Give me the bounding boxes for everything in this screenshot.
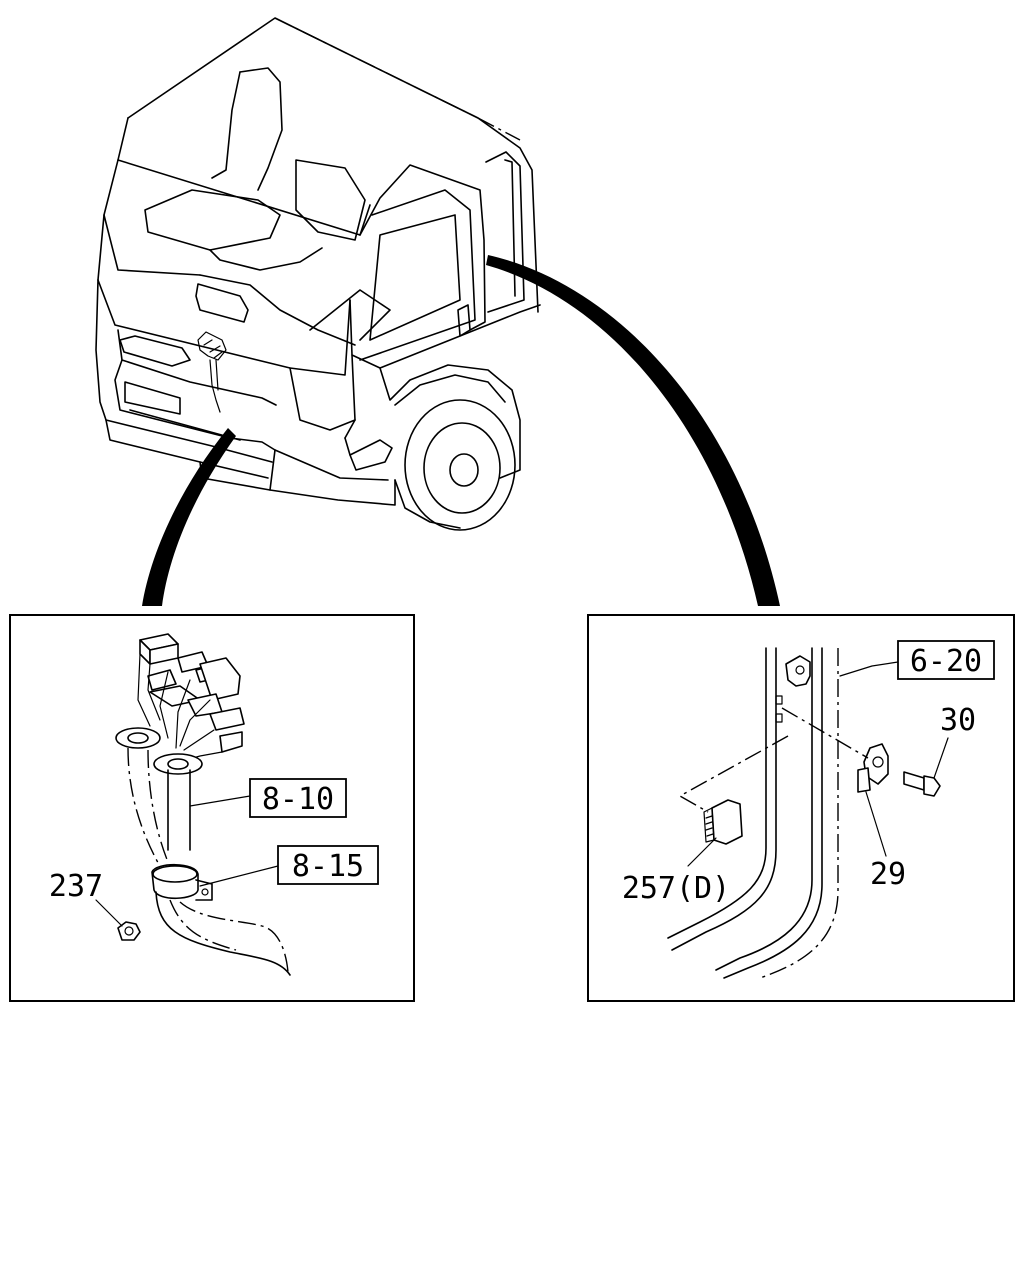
leader-sweep-left xyxy=(142,428,236,606)
leader-sweep-right xyxy=(486,255,780,606)
wire-harness-location xyxy=(197,331,227,413)
truck-cab-illustration xyxy=(95,17,541,531)
part-callout-257d[interactable]: 257(D) xyxy=(622,837,730,906)
part-label-30: 30 xyxy=(940,703,976,738)
ref-label-8-10: 8-10 xyxy=(262,782,334,817)
wire-harness-detail xyxy=(115,633,291,976)
ref-callout-8-15[interactable]: 8-15 xyxy=(199,845,379,887)
ref-callout-6-20[interactable]: 6-20 xyxy=(839,640,995,680)
part-callout-237[interactable]: 237 xyxy=(49,869,123,927)
ref-label-6-20: 6-20 xyxy=(910,644,982,679)
part-label-29: 29 xyxy=(870,857,906,892)
part-label-237: 237 xyxy=(49,869,103,904)
part-callout-29[interactable]: 29 xyxy=(865,791,906,892)
ref-label-8-15: 8-15 xyxy=(292,849,364,884)
part-callout-30[interactable]: 30 xyxy=(933,703,976,779)
part-label-257d: 257(D) xyxy=(622,871,730,906)
ref-callout-8-10[interactable]: 8-10 xyxy=(189,778,347,818)
door-frame-detail xyxy=(667,647,941,979)
